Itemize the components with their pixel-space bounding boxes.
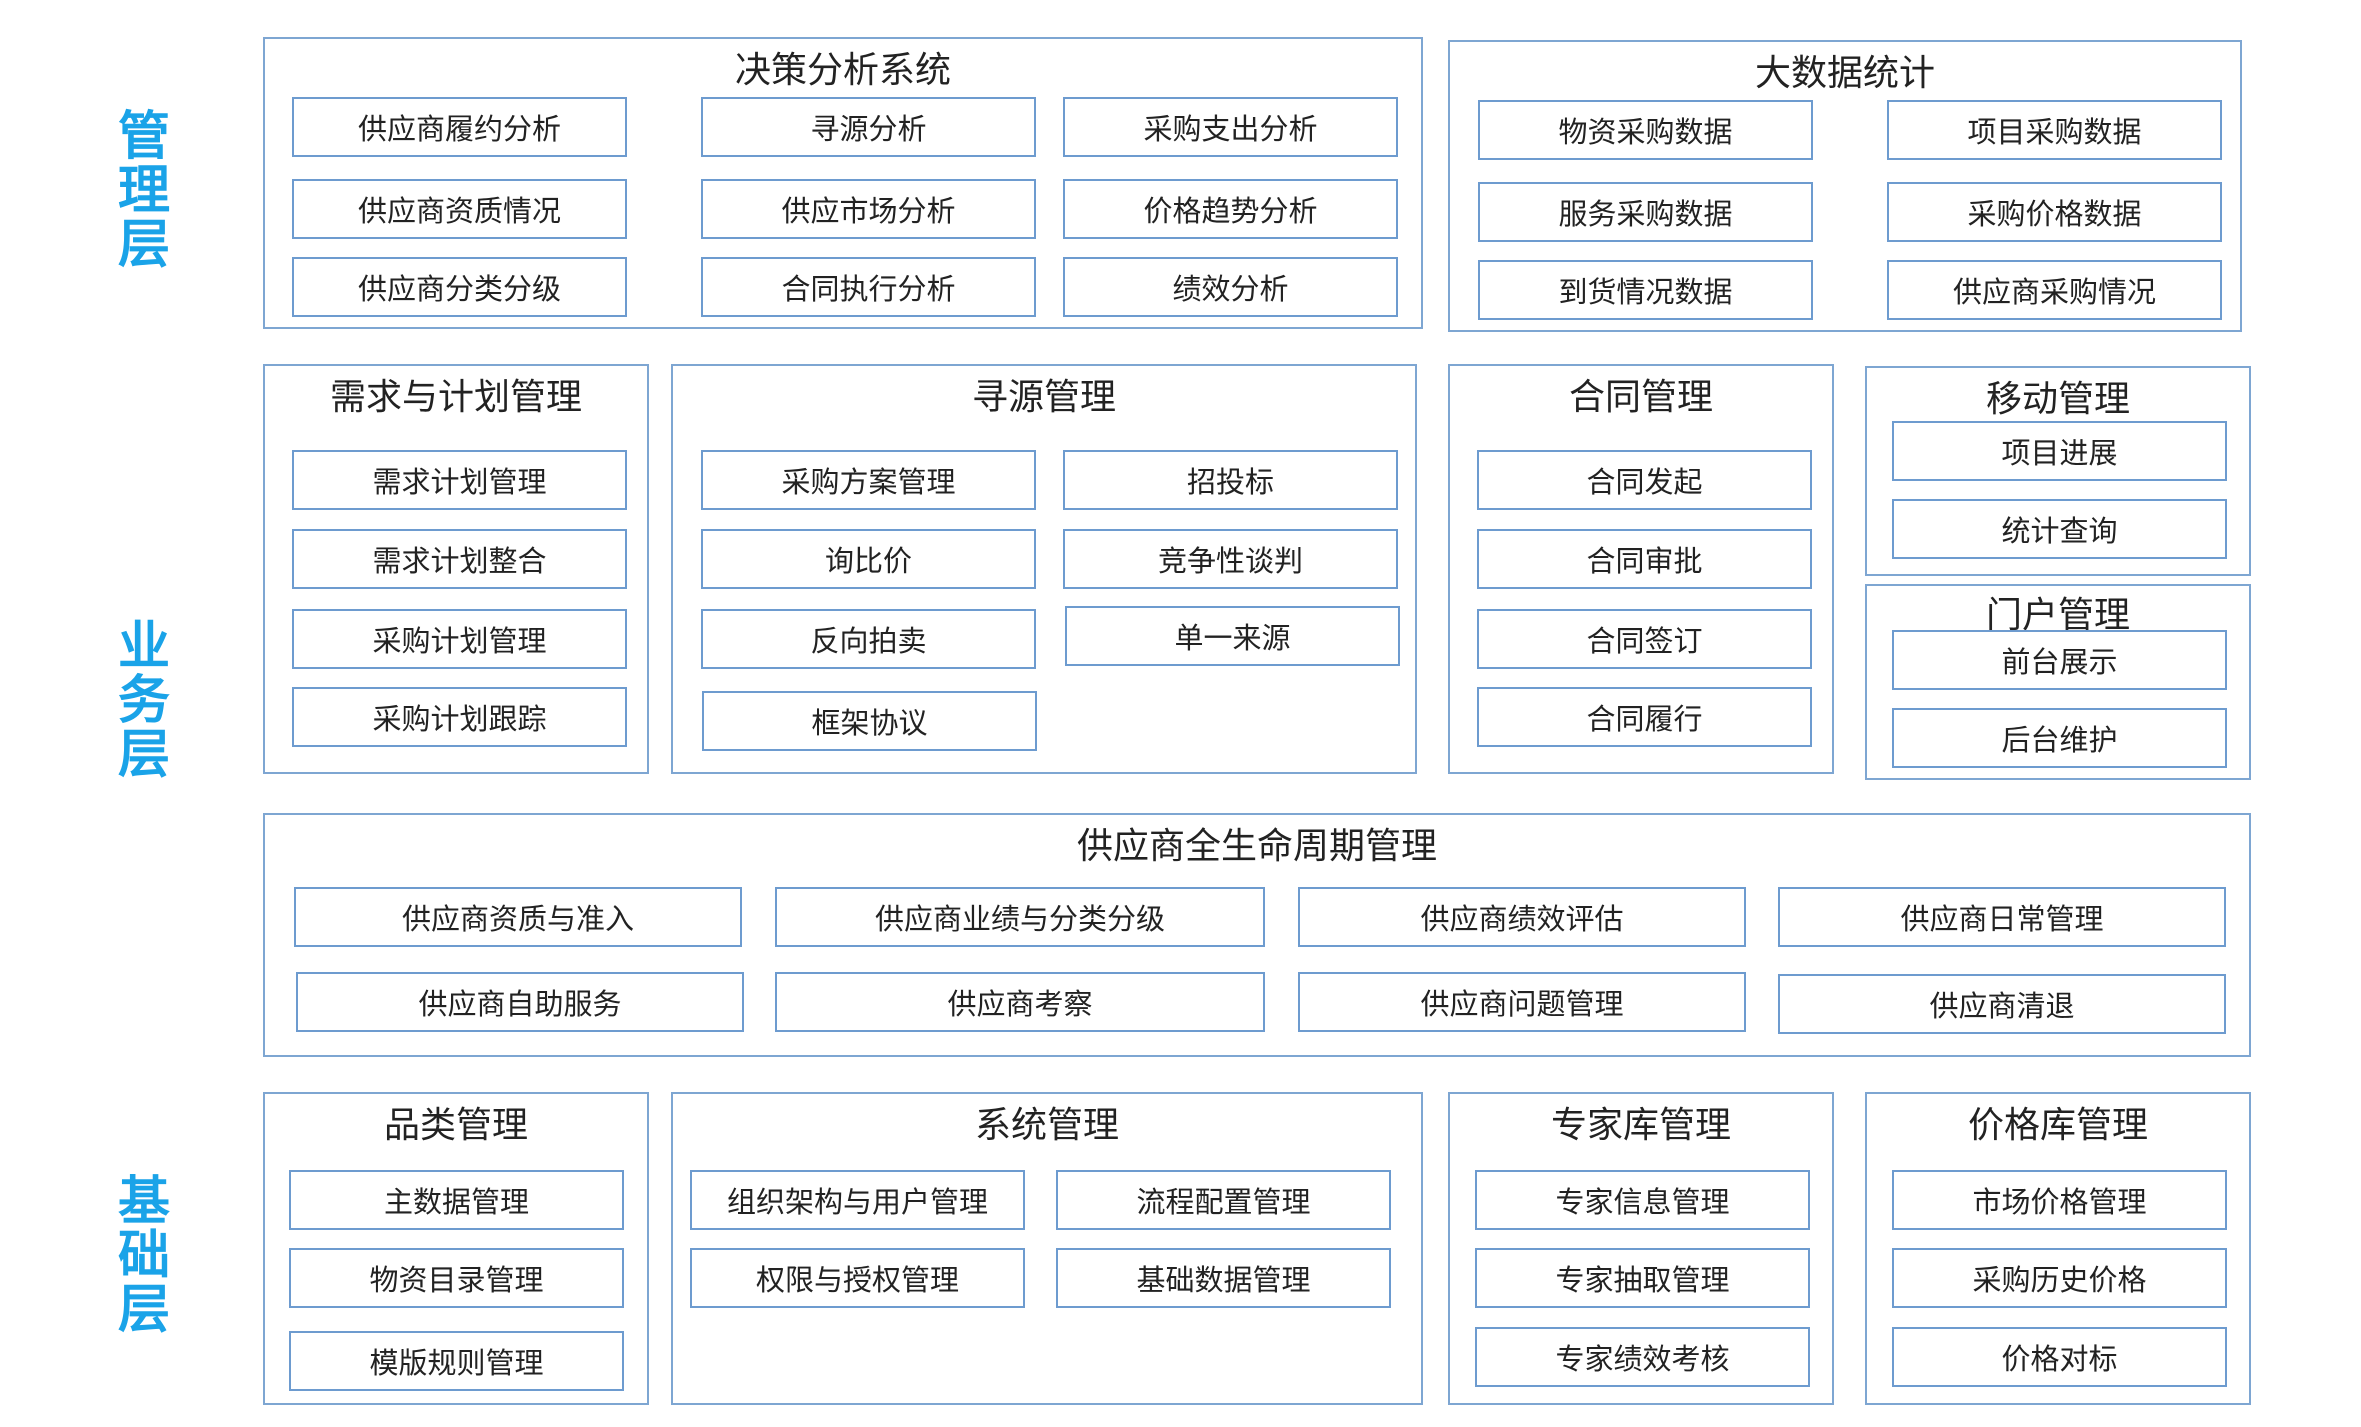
layer-label-foundation: 基础层 [117, 1172, 170, 1340]
category-item[interactable]: 主数据管理 [289, 1170, 624, 1230]
portal-item[interactable]: 后台维护 [1892, 708, 2227, 768]
panel-portal: 门户管理 前台展示 后台维护 [1865, 584, 2251, 780]
contract-item[interactable]: 合同审批 [1477, 529, 1812, 589]
sourcing-item[interactable]: 采购方案管理 [701, 450, 1036, 510]
panel-supplier-lifecycle: 供应商全生命周期管理 供应商资质与准入 供应商业绩与分类分级 供应商绩效评估 供… [263, 813, 2251, 1057]
system-item[interactable]: 权限与授权管理 [690, 1248, 1025, 1308]
decision-item[interactable]: 价格趋势分析 [1063, 179, 1398, 239]
decision-item[interactable]: 绩效分析 [1063, 257, 1398, 317]
expert-item[interactable]: 专家信息管理 [1475, 1170, 1810, 1230]
price-item[interactable]: 价格对标 [1892, 1327, 2227, 1387]
bigdata-item[interactable]: 项目采购数据 [1887, 100, 2222, 160]
panel-title: 需求与计划管理 [329, 377, 582, 418]
panel-title: 系统管理 [974, 1105, 1119, 1146]
panel-title: 门户管理 [1985, 595, 2130, 636]
bigdata-item[interactable]: 采购价格数据 [1887, 182, 2222, 242]
sourcing-item[interactable]: 反向拍卖 [701, 609, 1036, 669]
panel-category: 品类管理 主数据管理 物资目录管理 模版规则管理 [263, 1092, 649, 1405]
supplier-item[interactable]: 供应商清退 [1778, 974, 2226, 1034]
demand-item[interactable]: 采购计划管理 [292, 609, 627, 669]
panel-contract: 合同管理 合同发起 合同审批 合同签订 合同履行 [1448, 364, 1834, 774]
panel-mobile: 移动管理 项目进展 统计查询 [1865, 366, 2251, 576]
demand-item[interactable]: 采购计划跟踪 [292, 687, 627, 747]
decision-item[interactable]: 供应商资质情况 [292, 179, 627, 239]
portal-item[interactable]: 前台展示 [1892, 630, 2227, 690]
panel-sourcing: 寻源管理 采购方案管理 招投标 询比价 竞争性谈判 反向拍卖 单一来源 框架协议 [671, 364, 1417, 774]
panel-big-data: 大数据统计 物资采购数据 项目采购数据 服务采购数据 采购价格数据 到货情况数据… [1448, 40, 2242, 332]
decision-item[interactable]: 供应商分类分级 [292, 257, 627, 317]
price-item[interactable]: 采购历史价格 [1892, 1248, 2227, 1308]
mobile-item[interactable]: 统计查询 [1892, 499, 2227, 559]
panel-title: 品类管理 [383, 1105, 528, 1146]
panel-title: 寻源管理 [971, 377, 1116, 418]
demand-item[interactable]: 需求计划整合 [292, 529, 627, 589]
sourcing-item[interactable]: 框架协议 [702, 691, 1037, 751]
panel-title: 移动管理 [1985, 379, 2130, 420]
decision-item[interactable]: 供应商履约分析 [292, 97, 627, 157]
decision-item[interactable]: 寻源分析 [701, 97, 1036, 157]
panel-title: 大数据统计 [1754, 53, 1935, 94]
supplier-item[interactable]: 供应商资质与准入 [294, 887, 742, 947]
contract-item[interactable]: 合同发起 [1477, 450, 1812, 510]
panel-system: 系统管理 组织架构与用户管理 流程配置管理 权限与授权管理 基础数据管理 [671, 1092, 1423, 1405]
panel-title: 合同管理 [1568, 377, 1713, 418]
contract-item[interactable]: 合同签订 [1477, 609, 1812, 669]
panel-title: 专家库管理 [1550, 1105, 1731, 1146]
mobile-item[interactable]: 项目进展 [1892, 421, 2227, 481]
sourcing-item[interactable]: 招投标 [1063, 450, 1398, 510]
system-item[interactable]: 流程配置管理 [1056, 1170, 1391, 1230]
supplier-item[interactable]: 供应商问题管理 [1298, 972, 1746, 1032]
layer-label-management: 管理层 [117, 107, 170, 275]
sourcing-item[interactable]: 询比价 [701, 529, 1036, 589]
supplier-item[interactable]: 供应商自助服务 [296, 972, 744, 1032]
panel-title: 供应商全生命周期管理 [1076, 826, 1437, 867]
category-item[interactable]: 模版规则管理 [289, 1331, 624, 1391]
decision-item[interactable]: 合同执行分析 [701, 257, 1036, 317]
layer-label-business: 业务层 [117, 617, 170, 785]
panel-expert: 专家库管理 专家信息管理 专家抽取管理 专家绩效考核 [1448, 1092, 1834, 1405]
sourcing-item[interactable]: 竞争性谈判 [1063, 529, 1398, 589]
category-item[interactable]: 物资目录管理 [289, 1248, 624, 1308]
bigdata-item[interactable]: 物资采购数据 [1478, 100, 1813, 160]
supplier-item[interactable]: 供应商考察 [775, 972, 1265, 1032]
demand-item[interactable]: 需求计划管理 [292, 450, 627, 510]
panel-price: 价格库管理 市场价格管理 采购历史价格 价格对标 [1865, 1092, 2251, 1405]
supplier-item[interactable]: 供应商业绩与分类分级 [775, 887, 1265, 947]
system-item[interactable]: 组织架构与用户管理 [690, 1170, 1025, 1230]
sourcing-item[interactable]: 单一来源 [1065, 606, 1400, 666]
panel-title: 价格库管理 [1967, 1105, 2148, 1146]
expert-item[interactable]: 专家绩效考核 [1475, 1327, 1810, 1387]
supplier-item[interactable]: 供应商绩效评估 [1298, 887, 1746, 947]
supplier-item[interactable]: 供应商日常管理 [1778, 887, 2226, 947]
bigdata-item[interactable]: 服务采购数据 [1478, 182, 1813, 242]
expert-item[interactable]: 专家抽取管理 [1475, 1248, 1810, 1308]
panel-decision-analysis: 决策分析系统 供应商履约分析 寻源分析 采购支出分析 供应商资质情况 供应市场分… [263, 37, 1423, 329]
panel-demand-planning: 需求与计划管理 需求计划管理 需求计划整合 采购计划管理 采购计划跟踪 [263, 364, 649, 774]
decision-item[interactable]: 采购支出分析 [1063, 97, 1398, 157]
system-item[interactable]: 基础数据管理 [1056, 1248, 1391, 1308]
bigdata-item[interactable]: 到货情况数据 [1478, 260, 1813, 320]
contract-item[interactable]: 合同履行 [1477, 687, 1812, 747]
price-item[interactable]: 市场价格管理 [1892, 1170, 2227, 1230]
panel-title: 决策分析系统 [734, 50, 951, 91]
decision-item[interactable]: 供应市场分析 [701, 179, 1036, 239]
bigdata-item[interactable]: 供应商采购情况 [1887, 260, 2222, 320]
